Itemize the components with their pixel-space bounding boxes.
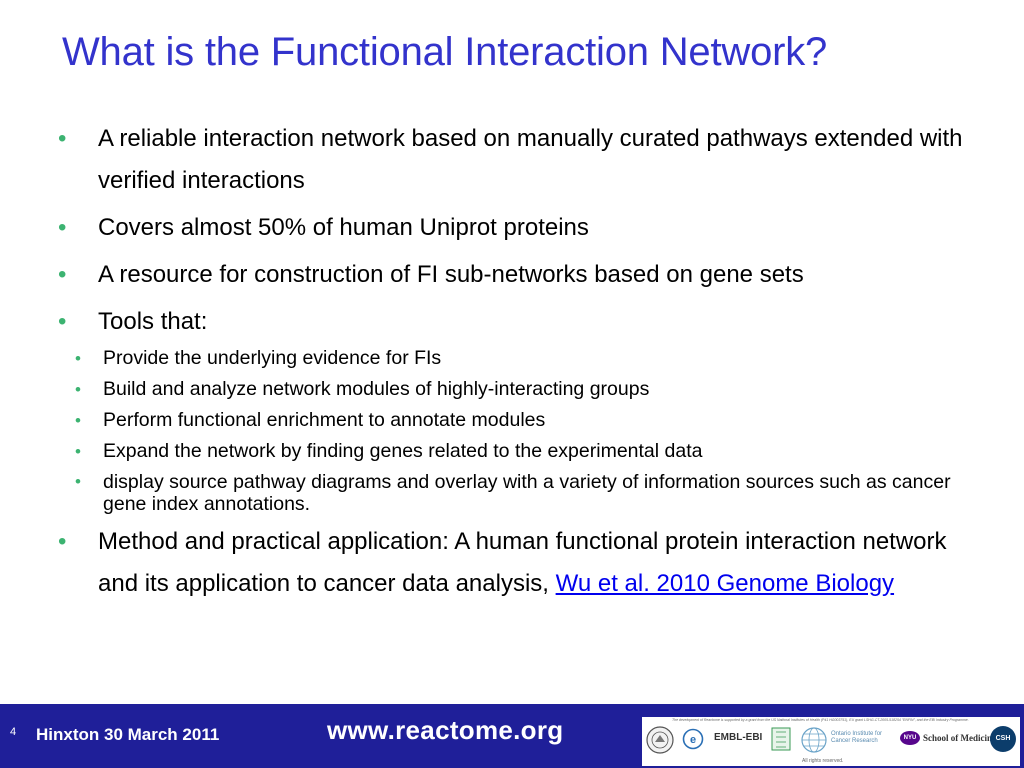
embl-cube-icon <box>771 727 791 751</box>
footer-bar: 4 Hinxton 30 March 2011 www.reactome.org… <box>0 704 1024 768</box>
oicr-globe-icon <box>801 727 827 753</box>
sub-bullet-item: • Expand the network by finding genes re… <box>58 436 978 467</box>
sub-bullet-text: Provide the underlying evidence for FIs <box>103 347 442 369</box>
slide-title: What is the Functional Interaction Netwo… <box>62 30 828 74</box>
bullet-item: • Covers almost 50% of human Uniprot pro… <box>58 207 978 249</box>
nyu-logo-text: School of Medicine <box>923 733 996 743</box>
bullet-text: Covers almost 50% of human Uniprot prote… <box>98 214 589 241</box>
footer-website[interactable]: www.reactome.org <box>327 715 564 745</box>
sub-bullet-item: • display source pathway diagrams and ov… <box>58 467 978 521</box>
bullet-text: A resource for construction of FI sub-ne… <box>98 261 804 288</box>
sub-bullet-dot-icon: • <box>75 442 81 461</box>
bullet-dot-icon: • <box>58 125 67 152</box>
sub-bullet-text: Perform functional enrichment to annotat… <box>103 409 546 431</box>
bullet-item: • A resource for construction of FI sub-… <box>58 254 978 296</box>
sub-bullet-item: • Build and analyze network modules of h… <box>58 374 978 405</box>
sub-bullet-text: Build and analyze network modules of hig… <box>103 378 650 400</box>
csh-logo: CSH <box>990 726 1016 752</box>
bullet-dot-icon: • <box>58 308 67 335</box>
sub-bullet-text: Expand the network by finding genes rela… <box>103 440 703 462</box>
bullet-dot-icon: • <box>58 528 67 555</box>
bullet-dot-icon: • <box>58 214 67 241</box>
reference-link[interactable]: Wu et al. 2010 Genome Biology <box>555 570 895 597</box>
footer-venue: Hinxton 30 March 2011 <box>36 725 220 744</box>
svg-text:e: e <box>690 734 696 746</box>
bullet-item: • Method and practical application: A hu… <box>58 521 978 605</box>
rights-text: All rights reserved. <box>802 758 844 764</box>
funding-note: The development of Reactome is supported… <box>672 718 969 722</box>
bullet-item: • A reliable interaction network based o… <box>58 118 978 202</box>
sub-bullet-item: • Perform functional enrichment to annot… <box>58 405 978 436</box>
bullet-text: A reliable interaction network based on … <box>98 125 963 194</box>
embl-ebi-logo: EMBL-EBI <box>714 732 763 743</box>
oicr-logo-text: Ontario Institute for Cancer Research <box>831 731 883 744</box>
sub-bullet-dot-icon: • <box>75 472 81 491</box>
enfin-logo-icon: e <box>682 728 704 750</box>
bullet-text: Tools that: <box>98 308 208 335</box>
sub-bullet-dot-icon: • <box>75 380 81 399</box>
bullet-item: • Tools that: • Provide the underlying e… <box>58 301 978 521</box>
sub-bullet-dot-icon: • <box>75 349 81 368</box>
bullet-list: • A reliable interaction network based o… <box>58 118 978 610</box>
nih-seal-icon <box>646 726 674 754</box>
sub-bullet-text: display source pathway diagrams and over… <box>103 471 951 515</box>
bullet-text: Method and practical application: A huma… <box>98 528 947 597</box>
sponsor-logos-panel: The development of Reactome is supported… <box>642 717 1020 766</box>
nyu-badge: NYU <box>900 731 920 745</box>
bullet-dot-icon: • <box>58 261 67 288</box>
sub-bullet-item: • Provide the underlying evidence for FI… <box>58 343 978 374</box>
sub-bullet-dot-icon: • <box>75 411 81 430</box>
slide-number: 4 <box>10 726 17 738</box>
sub-bullet-list: • Provide the underlying evidence for FI… <box>58 343 978 521</box>
